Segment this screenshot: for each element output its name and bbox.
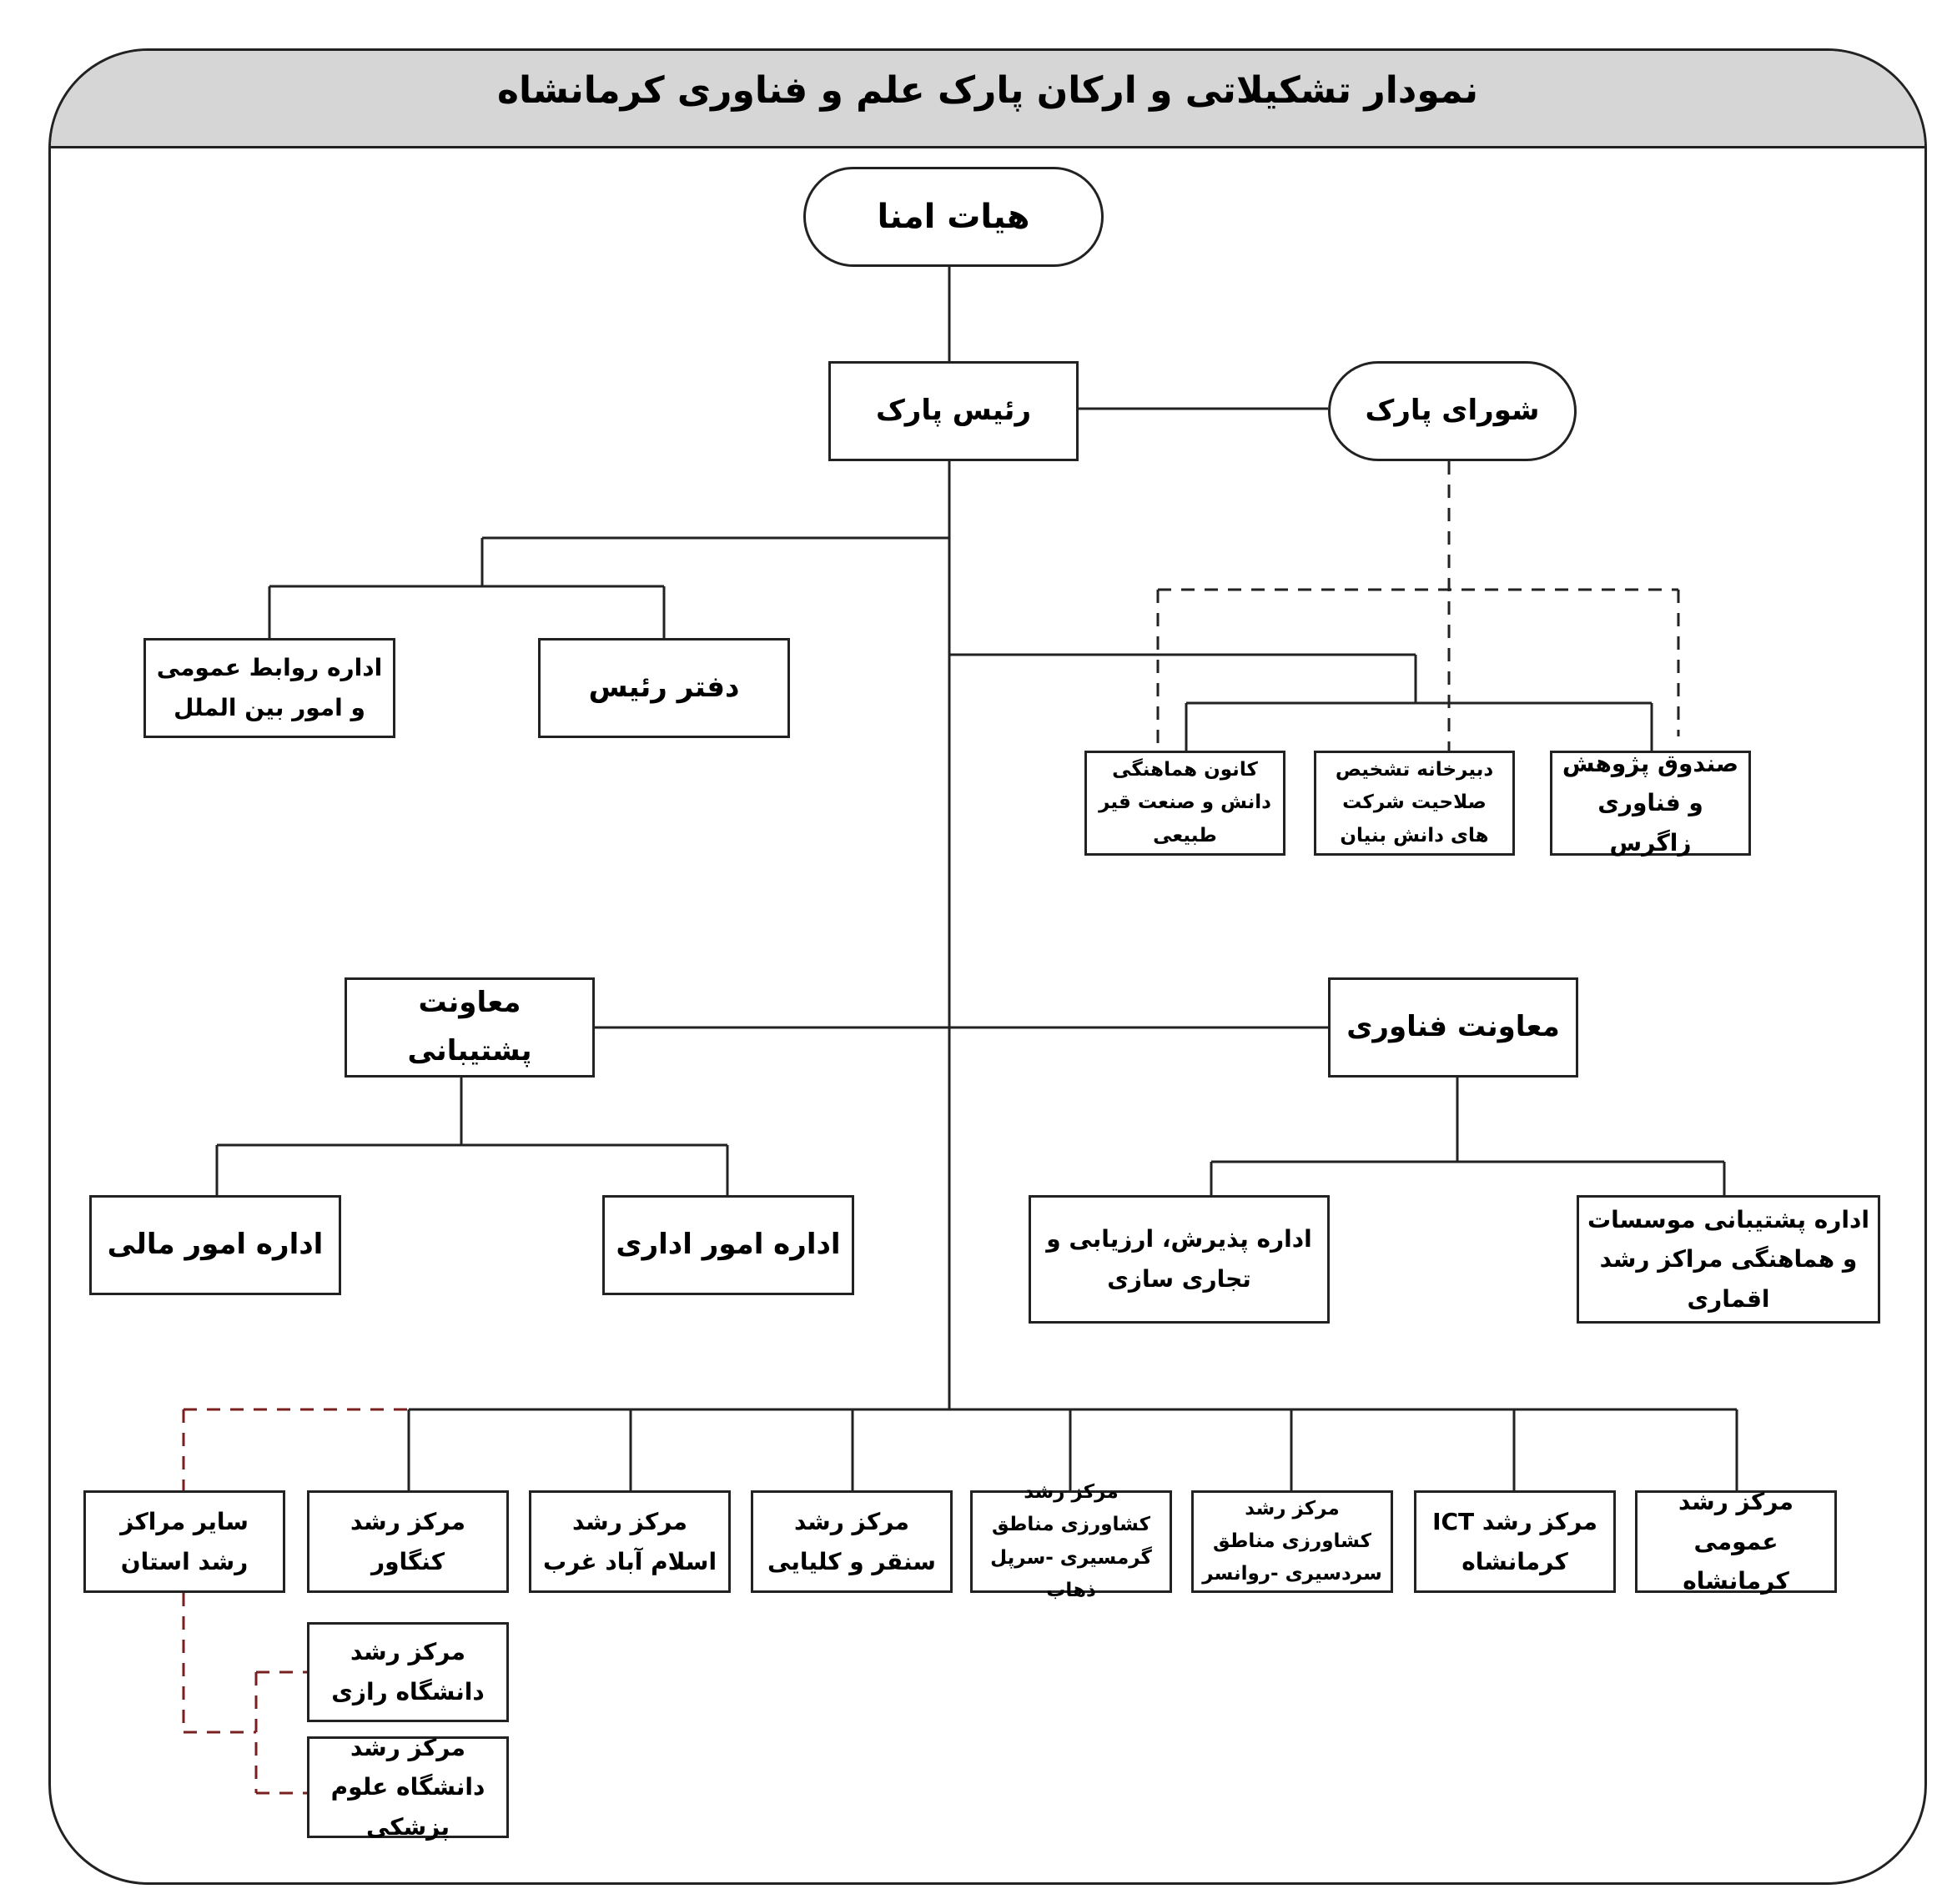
public-relations-node: اداره روابط عمومی و امور بین الملل	[143, 638, 395, 738]
technology-deputy-node: معاونت فناوری	[1328, 977, 1578, 1078]
president-label: رئیس پارک	[875, 394, 1032, 428]
knowledge-industry-center-node: کانون هماهنگی دانش و صنعت قیر طبیعی	[1084, 751, 1285, 856]
sonqor-label: مرکز رشد سنقر و کلیایی	[767, 1507, 936, 1575]
board-label: هیات امنا	[877, 198, 1030, 236]
park-president-node: رئیس پارک	[828, 361, 1079, 461]
acceptance-label: اداره پذیرش، ارزیابی و تجاری سازی	[1046, 1225, 1312, 1293]
qualification-secretariat-node: دبیرخانه تشخیص صلاحیت شرکت های دانش بنیا…	[1314, 751, 1515, 856]
public-relations-label: اداره روابط عمومی و امور بین الملل	[156, 654, 383, 721]
board-of-trustees-node: هیات امنا	[803, 167, 1104, 267]
ict-center-node: مرکز رشد ICT کرمانشاه	[1414, 1490, 1616, 1593]
park-council-node: شورای پارک	[1328, 361, 1577, 461]
general-label: مرکز رشد عمومی کرمانشاه	[1678, 1488, 1794, 1595]
institutes-support-office-node: اداره پشتیبانی موسسات و هماهنگی مراکز رش…	[1577, 1195, 1880, 1324]
secretariat-label: دبیرخانه تشخیص صلاحیت شرکت های دانش بنیا…	[1335, 759, 1494, 847]
eslamabad-label: مرکز رشد اسلام آباد غرب	[542, 1507, 717, 1575]
general-center-node: مرکز رشد عمومی کرمانشاه	[1635, 1488, 1837, 1595]
support-deputy-node: معاونت پشتیبانی	[345, 977, 595, 1078]
institutes-support-label: اداره پشتیبانی موسسات و هماهنگی مراکز رش…	[1587, 1205, 1869, 1313]
knowledge-center-label: کانون هماهنگی دانش و صنعت قیر طبیعی	[1099, 759, 1271, 847]
kangavar-label: مرکز رشد کنگاور	[350, 1507, 466, 1575]
sonqor-center-node: مرکز رشد سنقر و کلیایی	[751, 1490, 953, 1593]
president-office-label: دفتر رئیس	[588, 671, 740, 705]
sardsiri-agri-center-node: مرکز رشد کشاورزی مناطق سردسیری -روانسر	[1191, 1490, 1393, 1593]
razi-university-center-node: مرکز رشد دانشگاه رازی	[307, 1622, 509, 1722]
finance-label: اداره امور مالی	[107, 1228, 324, 1262]
administrative-office-node: اداره امور اداری	[602, 1195, 854, 1295]
support-deputy-label: معاونت پشتیبانی	[407, 986, 532, 1068]
medical-label: مرکز رشد دانشگاه علوم پزشکی	[330, 1733, 485, 1841]
president-office-node: دفتر رئیس	[538, 638, 790, 738]
other-centers-label: سایر مراکز رشد استان	[120, 1507, 249, 1575]
garmsiri-label: مرکز رشد کشاورزی مناطق گرمسیری -سرپل ذها…	[990, 1481, 1152, 1601]
tech-deputy-label: معاونت فناوری	[1346, 1010, 1560, 1044]
finance-office-node: اداره امور مالی	[89, 1195, 341, 1295]
other-centers-node: سایر مراکز رشد استان	[83, 1490, 285, 1593]
medical-university-center-node: مرکز رشد دانشگاه علوم پزشکی	[307, 1734, 509, 1841]
garmsiri-agri-center-node: مرکز رشد کشاورزی مناطق گرمسیری -سرپل ذها…	[970, 1481, 1172, 1601]
eslamabad-center-node: مرکز رشد اسلام آباد غرب	[529, 1490, 731, 1593]
zagros-fund-node: صندوق پژوهش و فناوری زاگرس	[1550, 750, 1751, 857]
admin-label: اداره امور اداری	[616, 1228, 841, 1262]
zagros-fund-label: صندوق پژوهش و فناوری زاگرس	[1562, 749, 1739, 857]
council-label: شورای پارک	[1365, 394, 1540, 428]
ict-label: مرکز رشد ICT کرمانشاه	[1432, 1507, 1597, 1575]
title-bar: نمودار تشکیلاتی و ارکان پارک علم و فناور…	[51, 51, 1924, 148]
razi-label: مرکز رشد دانشگاه رازی	[331, 1638, 485, 1706]
diagram-title: نمودار تشکیلاتی و ارکان پارک علم و فناور…	[497, 69, 1478, 112]
kangavar-center-node: مرکز رشد کنگاور	[307, 1490, 509, 1593]
sardsiri-label: مرکز رشد کشاورزی مناطق سردسیری -روانسر	[1202, 1497, 1382, 1585]
acceptance-office-node: اداره پذیرش، ارزیابی و تجاری سازی	[1029, 1195, 1330, 1324]
